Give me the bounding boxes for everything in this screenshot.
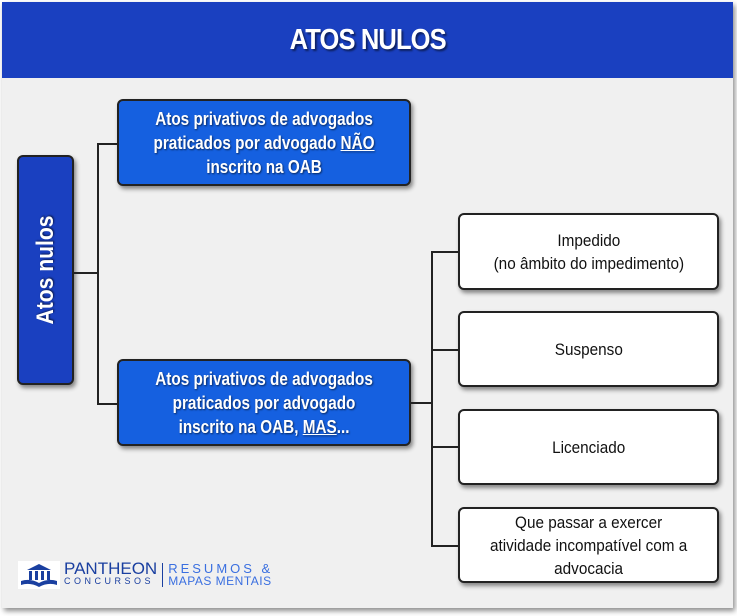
connector (431, 446, 458, 448)
logo-divider (162, 563, 164, 587)
logo: PANTHEON CONCURSOS RESUMOS & MAPAS MENTA… (18, 559, 274, 589)
connector (97, 143, 99, 405)
connector (431, 251, 458, 253)
connector (97, 143, 119, 145)
leaf-licenciado: Licenciado (458, 409, 719, 485)
root-node: Atos nulos (17, 155, 74, 385)
logo-tagline-2: MAPAS MENTAIS (168, 574, 272, 588)
connector (409, 402, 433, 404)
connector (431, 349, 458, 351)
connector (97, 403, 119, 405)
temple-book-icon (18, 561, 60, 589)
connector (431, 545, 458, 547)
page-title: ATOS NULOS (289, 23, 446, 56)
root-label: Atos nulos (31, 215, 59, 325)
header: ATOS NULOS (2, 2, 733, 78)
page: ATOS NULOS Atos nulos Atos privativos de… (2, 2, 733, 608)
logo-brand: PANTHEON (64, 559, 158, 578)
logo-sub: CONCURSOS (64, 576, 155, 586)
leaf-suspenso: Suspenso (458, 311, 719, 387)
connector (431, 251, 433, 547)
leaf-impedido: Impedido(no âmbito do impedimento) (458, 213, 719, 290)
logo-tagline-1: RESUMOS & (168, 561, 274, 576)
connector (72, 272, 99, 274)
